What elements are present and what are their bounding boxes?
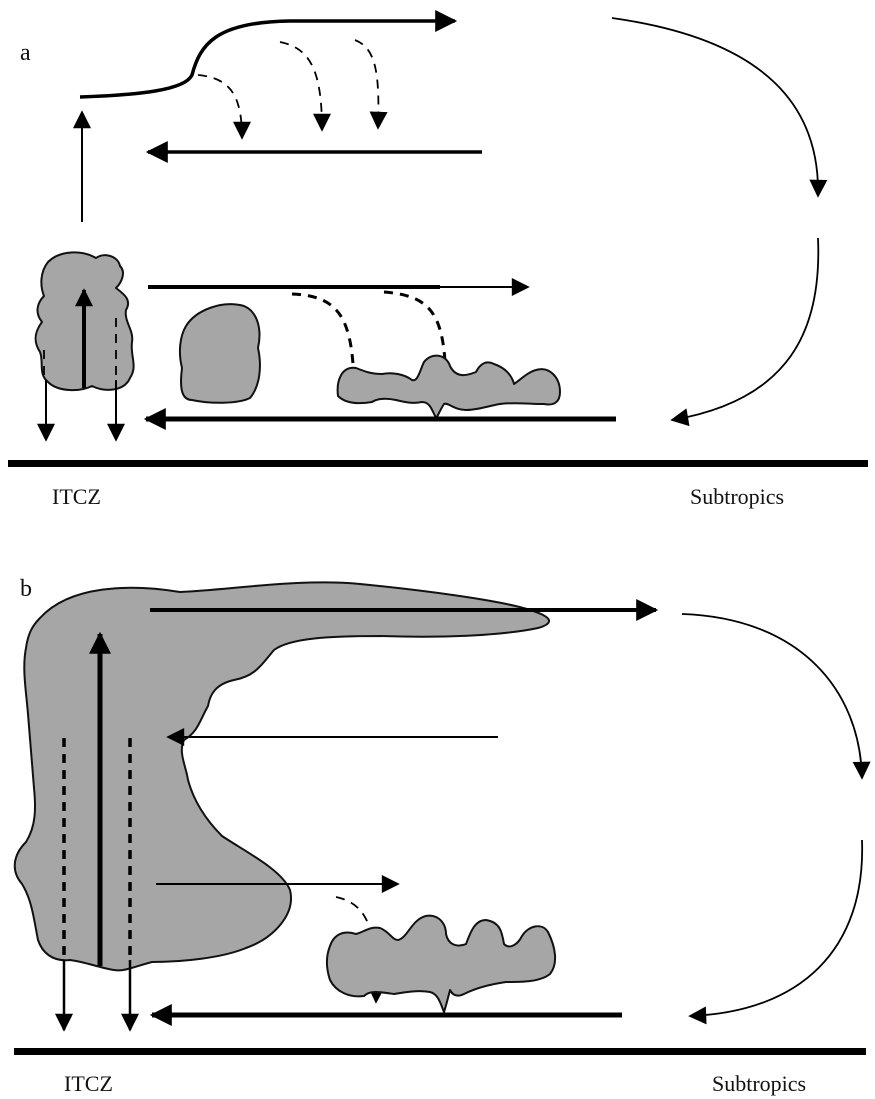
panel-b: b ITCZ Subtropics (14, 576, 866, 1096)
panel-a: a ITCZ Su (8, 18, 868, 509)
panel-b-shallow-cumulus-field (327, 916, 555, 1012)
panel-b-label: b (20, 576, 32, 602)
panel-a-upper-subsidence-2 (280, 42, 322, 130)
panel-b-subtropical-descent-upper (682, 614, 862, 778)
panel-a-itcz-label: ITCZ (52, 484, 101, 509)
panel-a-upper-subsidence-3 (355, 40, 378, 128)
panel-a-subtropics-label: Subtropics (690, 484, 784, 509)
panel-a-small-cloud (180, 304, 260, 403)
panel-a-upper-subsidence-1 (198, 75, 242, 138)
panel-b-ground-line (14, 1048, 866, 1055)
panel-a-upper-outflow-arrow (80, 21, 455, 97)
panel-a-shallow-cumulus-field (338, 356, 560, 418)
panel-a-label: a (20, 40, 31, 66)
panel-a-subtropical-descent-upper (612, 18, 818, 196)
panel-b-itcz-label: ITCZ (64, 1071, 113, 1096)
panel-a-subtropical-descent-lower (672, 238, 818, 420)
panel-b-subtropics-label: Subtropics (712, 1071, 806, 1096)
panel-b-subtropical-descent-lower (690, 840, 862, 1016)
panel-a-ground-line (8, 460, 868, 467)
panel-b-deep-convective-cloud (15, 582, 549, 970)
